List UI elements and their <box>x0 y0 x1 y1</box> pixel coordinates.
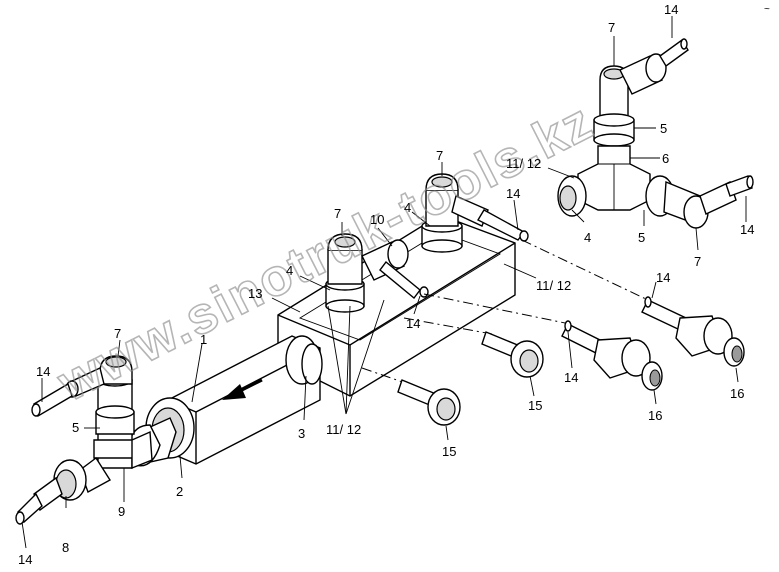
label-4-right: 4 <box>404 200 411 215</box>
label-14-sensor-lower: 14 <box>564 370 578 385</box>
label-11-12-top: 11/ 12 <box>506 156 541 171</box>
label-7-left-fitting: 7 <box>334 206 341 221</box>
label-5-top-right: 5 <box>660 121 667 136</box>
label-13: 13 <box>248 286 262 301</box>
label-5-tee: 5 <box>638 230 645 245</box>
left-tee-assembly <box>15 355 153 525</box>
label-4-left: 4 <box>286 263 293 278</box>
label-10: 10 <box>370 212 384 227</box>
label-4-tee: 4 <box>584 230 591 245</box>
label-1: 1 <box>200 332 207 347</box>
label-2: 2 <box>176 484 183 499</box>
label-14-sensor-upper: 14 <box>656 270 670 285</box>
label-3: 3 <box>298 426 305 441</box>
label-6: 6 <box>662 151 669 166</box>
label-7-left: 7 <box>114 326 121 341</box>
banjo-bolt-upper <box>481 331 544 378</box>
label-11-12-right: 11/ 12 <box>536 278 571 293</box>
part-labels: 7 14 5 6 11/ 12 7 14 4 4 5 7 14 7 10 11/… <box>18 2 770 567</box>
label-8: 8 <box>62 540 69 555</box>
corner-mark: ~ <box>764 4 770 15</box>
label-9: 9 <box>118 504 125 519</box>
leader-lines <box>21 16 747 549</box>
right-tee-assembly <box>557 38 754 229</box>
label-14-far-right: 14 <box>740 222 754 237</box>
label-15-upper: 15 <box>528 398 542 413</box>
label-7-center: 7 <box>436 148 443 163</box>
banjo-bolt-lower <box>397 379 461 426</box>
label-14-top-right: 14 <box>664 2 678 17</box>
flow-direction-arrow <box>222 378 263 400</box>
filter-body <box>129 335 323 467</box>
sensor-upper <box>641 296 745 367</box>
center-fittings <box>325 173 529 313</box>
label-15-lower: 15 <box>442 444 456 459</box>
sensor-lower <box>561 320 663 391</box>
label-14-center: 14 <box>506 186 520 201</box>
label-5-left: 5 <box>72 420 79 435</box>
alignment-lines <box>361 239 649 389</box>
label-14-left: 14 <box>36 364 50 379</box>
label-11-12-bottom: 11/ 12 <box>326 422 361 437</box>
label-7-top-right: 7 <box>608 20 615 35</box>
label-16-lower: 16 <box>648 408 662 423</box>
label-14-bottom-left: 14 <box>18 552 32 567</box>
label-16-upper: 16 <box>730 386 744 401</box>
label-14-mid: 14 <box>406 316 420 331</box>
label-7-far-right: 7 <box>694 254 701 269</box>
